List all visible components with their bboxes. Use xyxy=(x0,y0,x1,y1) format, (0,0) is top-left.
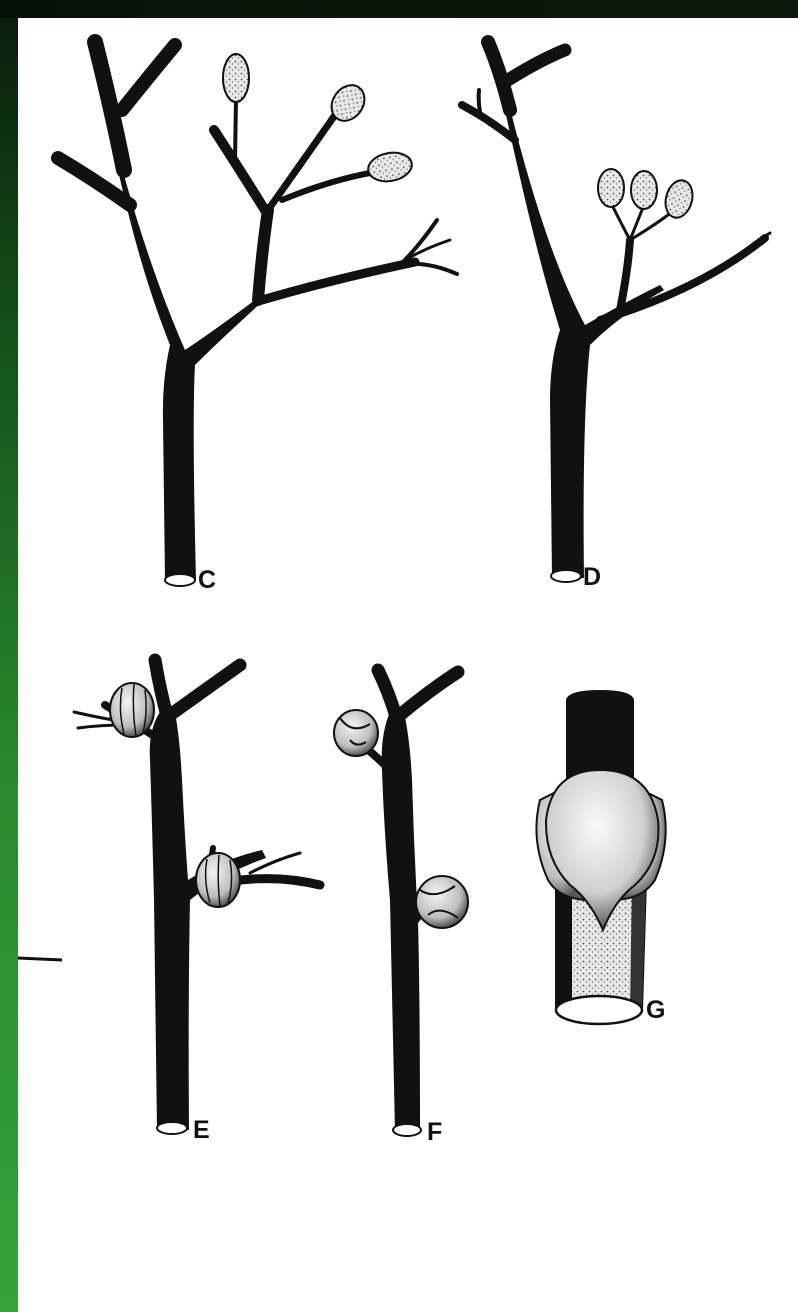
panel-e-fork-right xyxy=(170,665,240,715)
panel-c-twig-b xyxy=(405,264,457,274)
panel-d-fork-right xyxy=(508,50,565,80)
panel-d: D xyxy=(462,42,770,591)
panel-d-capsule-1 xyxy=(598,169,624,207)
panel-f: F xyxy=(334,670,468,1146)
panel-c-capsule-3 xyxy=(366,149,414,184)
panel-c-branch-lower xyxy=(262,262,415,300)
panel-c-branch-to-capsule2 xyxy=(268,115,335,210)
panel-f-fork-right xyxy=(400,672,458,715)
panel-g-stem-base xyxy=(556,996,642,1024)
panel-e-capsule-upper xyxy=(110,683,154,737)
panel-c-branch-to-capsule1 xyxy=(235,98,236,160)
panel-c-fork-right xyxy=(122,45,175,110)
panel-c: C xyxy=(58,42,457,594)
panel-d-twig-right xyxy=(730,233,770,262)
panel-c-stem-base xyxy=(165,574,195,586)
panel-g: G xyxy=(536,690,665,1024)
panel-e: E xyxy=(74,660,320,1144)
panel-d-twig-left xyxy=(479,90,480,112)
panel-f-capsule-lower xyxy=(416,876,468,928)
panel-g-stem-shadow-left xyxy=(556,880,572,1010)
stray-mark xyxy=(18,958,62,960)
panel-d-stem-base xyxy=(551,570,581,582)
panel-f-stem-base xyxy=(393,1124,421,1136)
panel-c-capsule-1 xyxy=(223,54,249,102)
panel-d-label: D xyxy=(583,563,601,591)
panel-f-label: F xyxy=(427,1118,442,1146)
panel-d-capsule-stalk xyxy=(620,240,630,310)
panel-e-stem xyxy=(150,712,266,1130)
panel-e-stem-base xyxy=(157,1122,187,1134)
panel-c-stem xyxy=(118,168,262,580)
panel-c-twig-c xyxy=(395,240,450,266)
panel-d-capsule-2 xyxy=(631,171,657,209)
panel-c-branch-main xyxy=(258,210,268,300)
panel-f-capsule-upper xyxy=(334,710,378,756)
panel-c-label: C xyxy=(198,566,216,594)
panel-c-branch-upper xyxy=(214,130,268,215)
panel-g-label: G xyxy=(646,996,665,1024)
panel-e-label: E xyxy=(193,1116,210,1144)
panel-d-stalk-1 xyxy=(612,205,630,240)
